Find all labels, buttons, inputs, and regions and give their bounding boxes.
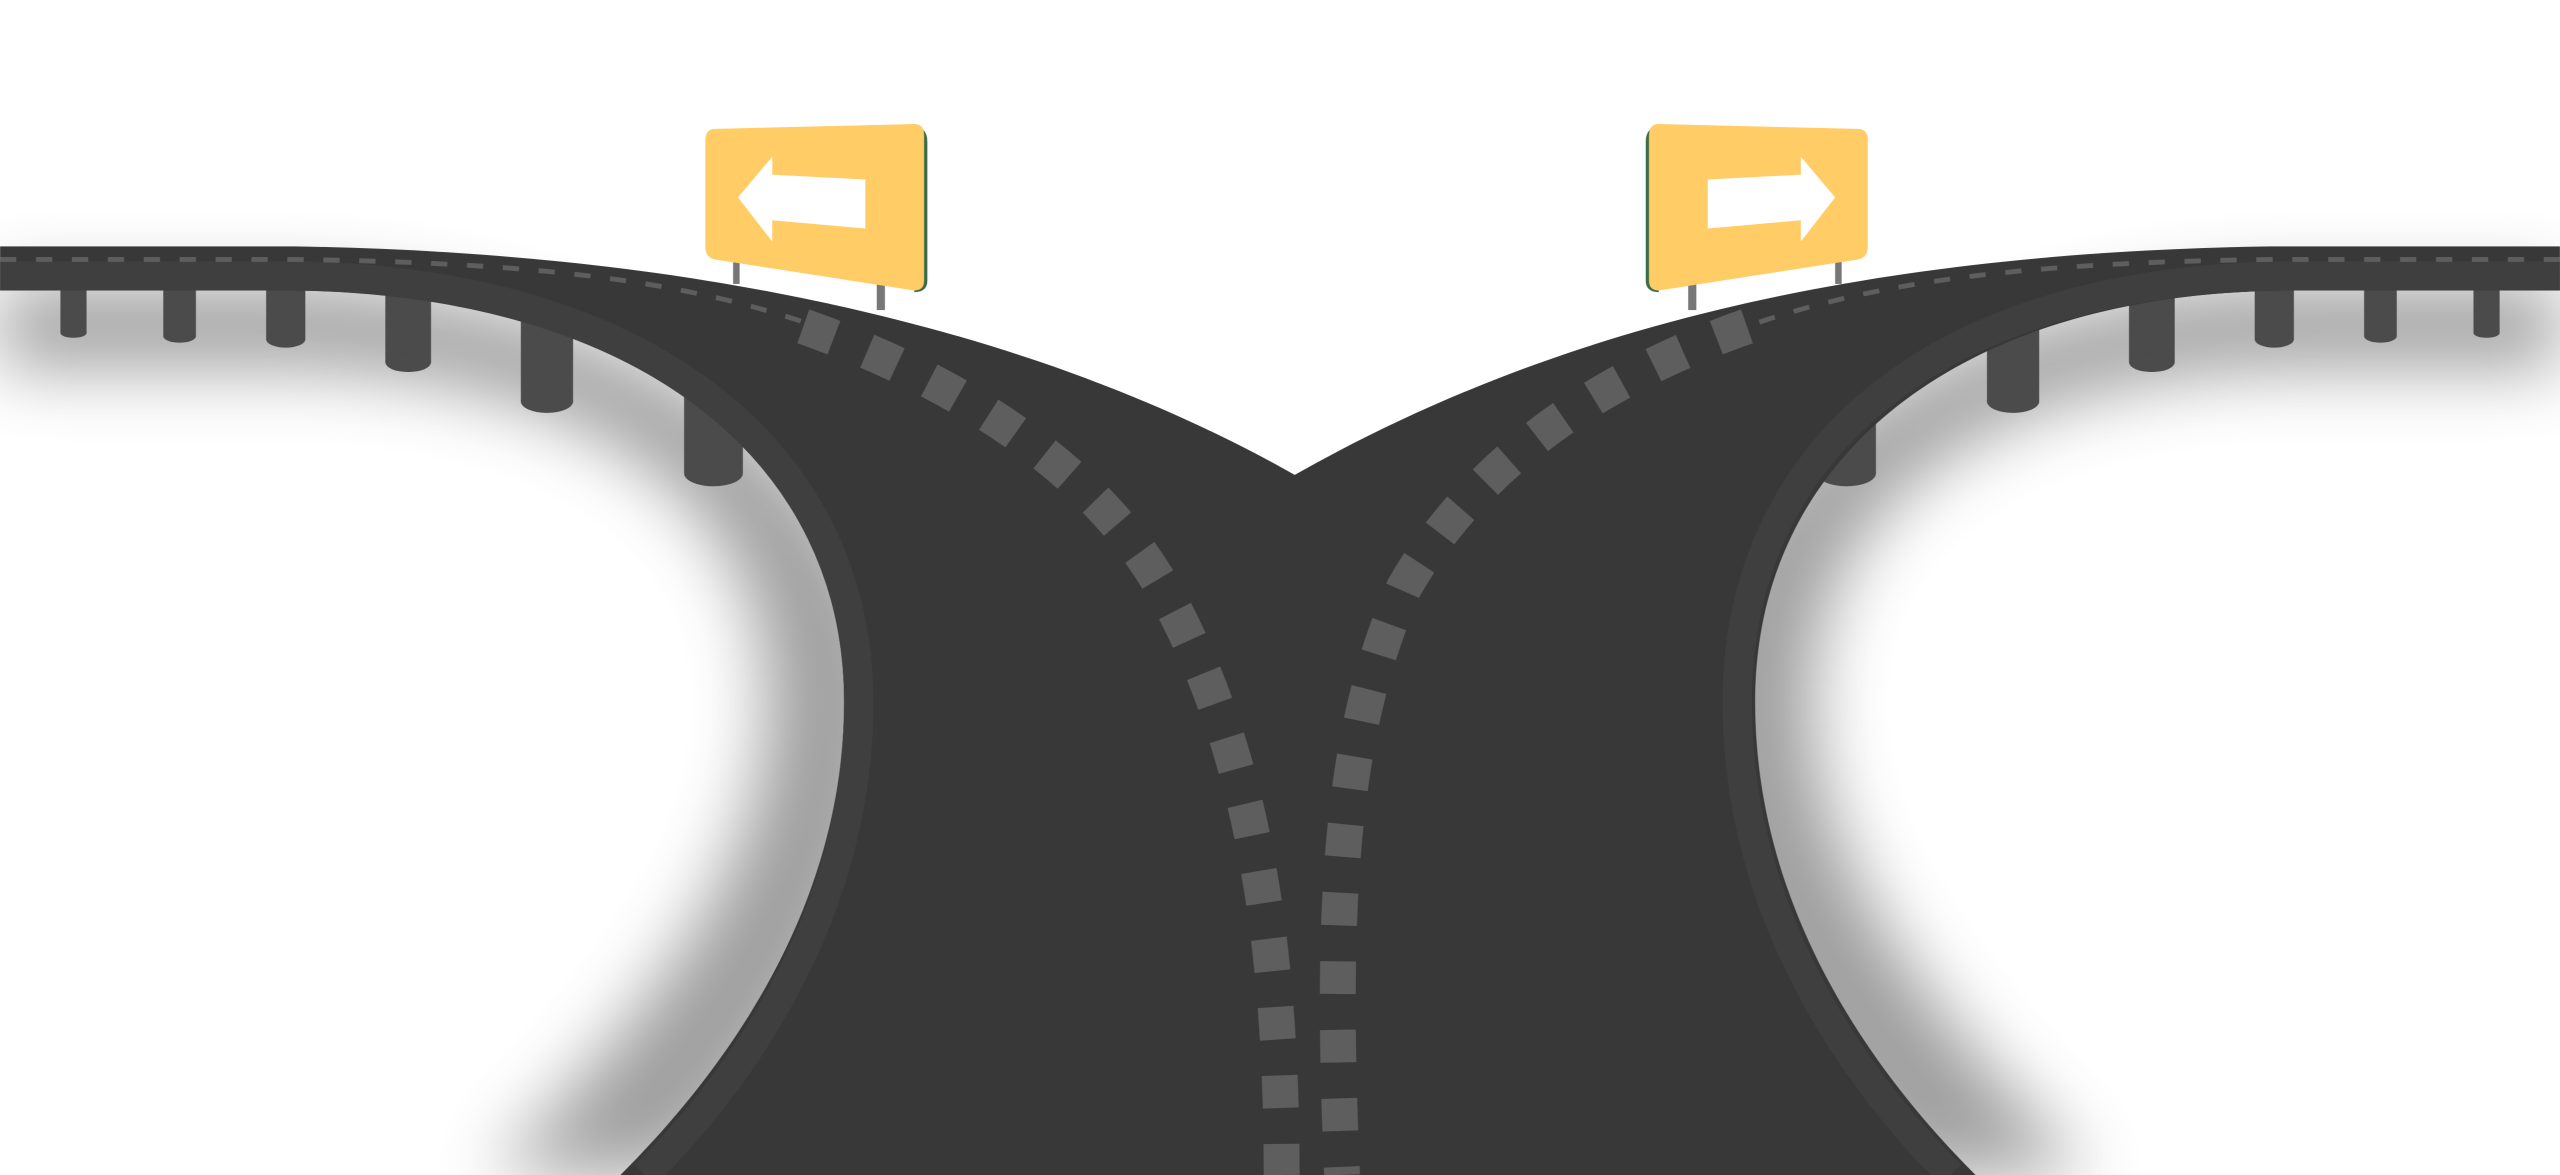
pillar xyxy=(60,287,87,333)
pillar-base xyxy=(163,329,196,343)
pillar xyxy=(385,293,432,363)
pillar-base xyxy=(266,331,306,348)
pillar xyxy=(2364,287,2397,337)
pillar-base xyxy=(684,460,743,487)
bridge-pillars xyxy=(60,287,2500,487)
road-surface xyxy=(0,246,2560,1175)
pillar-base xyxy=(2128,352,2175,373)
right-arrow-sign-icon xyxy=(1707,156,1836,242)
left-arrow-sign-icon xyxy=(737,156,866,242)
pillar-base xyxy=(2254,331,2294,348)
road-edge-left xyxy=(0,261,874,1175)
lane-markings xyxy=(0,257,2560,1175)
right-direction-sign xyxy=(1645,124,1868,311)
road-edge-right xyxy=(1722,261,2560,1175)
left-direction-sign xyxy=(705,124,928,311)
pillar-base xyxy=(1986,390,2040,413)
pillar-base xyxy=(520,390,574,413)
pillar-base xyxy=(385,352,432,373)
pillar-base xyxy=(60,328,87,338)
pillar xyxy=(2473,287,2500,333)
pillar xyxy=(2128,293,2175,363)
pillar-base xyxy=(2364,329,2397,343)
pillar xyxy=(163,287,196,337)
pillar-base xyxy=(2473,328,2500,338)
pillar xyxy=(2254,287,2294,340)
pillar xyxy=(266,287,306,340)
